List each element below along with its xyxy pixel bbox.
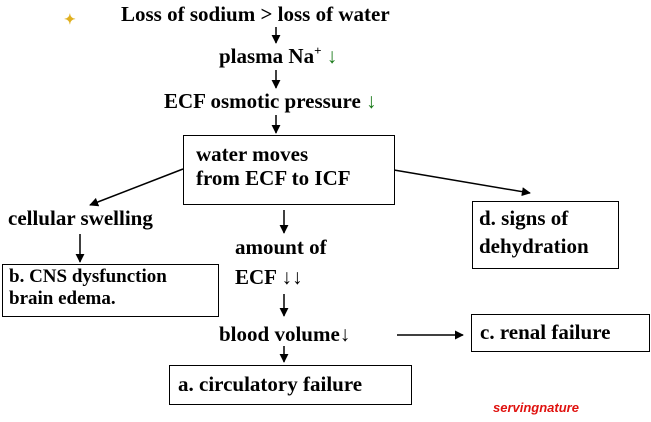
- node-ecf-osmotic-pressure: ECF osmotic pressure ↓: [164, 89, 377, 113]
- water-moves-line1: water moves: [196, 142, 309, 166]
- ecf-osmotic-label: ECF osmotic pressure: [164, 89, 361, 113]
- node-blood-volume: blood volume↓: [219, 322, 350, 346]
- node-loss-of-sodium: Loss of sodium > loss of water: [121, 2, 390, 26]
- node-water-moves: water moves from ECF to ICF: [183, 135, 395, 205]
- node-cellular-swelling: cellular swelling: [8, 206, 153, 230]
- node-signs-of-dehydration: d. signs of dehydration: [472, 201, 619, 269]
- arrow-water-to-dehydration: [393, 169, 531, 197]
- arrow-water-to-swelling: [89, 168, 184, 207]
- watermark-text: servingnature: [493, 400, 579, 415]
- blood-volume-down-arrow: ↓: [339, 322, 351, 346]
- star-icon: ✦: [64, 13, 76, 28]
- amount-ecf-line1: amount of: [235, 235, 327, 259]
- amount-ecf-double-down-arrow: ↓↓: [281, 265, 303, 290]
- cns-line2: brain edema.: [9, 287, 116, 309]
- blood-volume-label: blood volume: [219, 322, 340, 346]
- cns-line1: b. CNS dysfunction: [9, 266, 167, 287]
- node-renal-failure: c. renal failure: [471, 314, 650, 352]
- plasma-na-down-arrow: ↓: [326, 44, 338, 68]
- plasma-na-label: plasma Na: [219, 44, 315, 68]
- ecf-osmotic-down-arrow: ↓: [366, 89, 377, 113]
- amount-ecf-line2: ECF: [235, 265, 277, 290]
- node-cns-dysfunction: b. CNS dysfunction brain edema.: [2, 264, 219, 317]
- water-moves-line2: from ECF to ICF: [196, 166, 351, 191]
- node-amount-of-ecf: amount of ECF ↓↓: [235, 235, 327, 289]
- dehydration-line1: d. signs of: [479, 206, 569, 230]
- node-circulatory-failure: a. circulatory failure: [169, 365, 412, 405]
- dehydration-line2: dehydration: [479, 234, 589, 259]
- node-plasma-na: plasma Na+ ↓: [219, 43, 338, 68]
- plasma-na-superscript: +: [314, 43, 322, 58]
